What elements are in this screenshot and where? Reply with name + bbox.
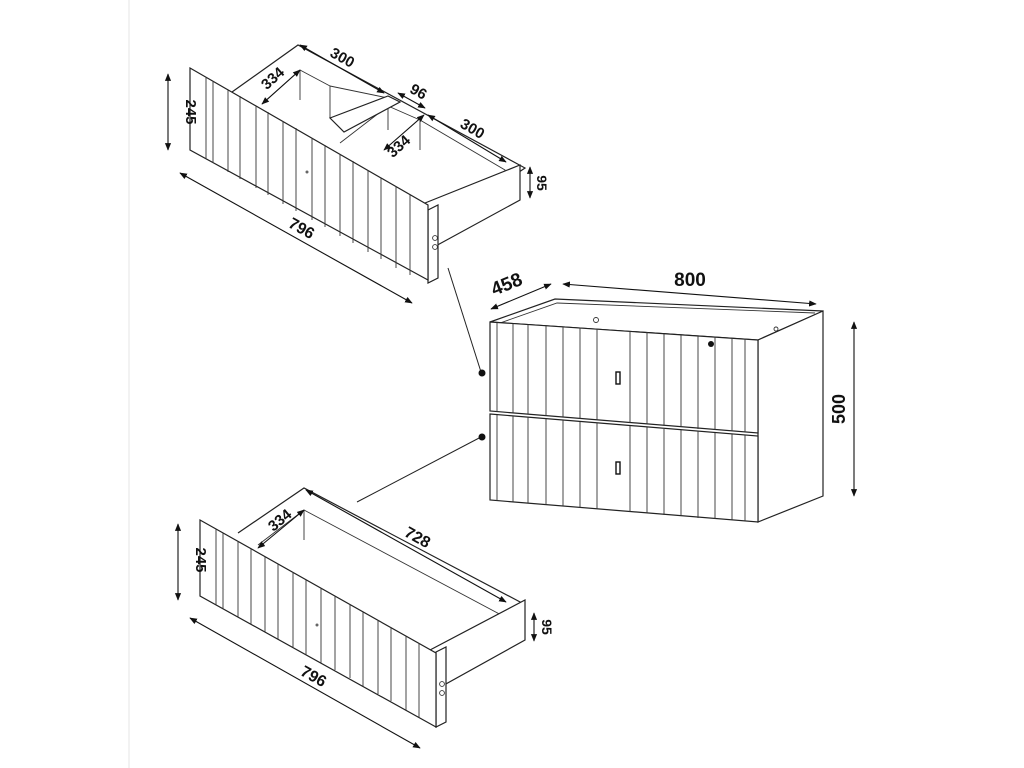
bottom-drawer-knob [315,623,319,627]
top-drawer-inner-length-right-label: 300 [457,115,487,142]
cabinet-depth-label: 458 [488,269,525,300]
bottom-drawer-front [199,518,437,729]
bottom-drawer-connector [356,436,482,503]
cabinet-grooves [496,323,746,521]
top-drawer-side-height-label: 95 [534,175,550,191]
bottom-drawer-connector-dot [478,433,486,441]
bottom-drawer-height-label: 245 [192,547,209,572]
bottom-drawer-width-label: 796 [297,663,329,691]
top-handle-icon [615,371,621,385]
top-drawer-inner-depth-right-label: 334 [384,132,414,162]
top-drawer-inner-length-left-label: 300 [327,45,357,72]
top-drawer: 245 796 334 300 96 334 300 95 [164,44,550,304]
top-drawer-height-label: 245 [182,99,199,124]
top-drawer-divider-label: 96 [407,81,430,104]
bottom-drawer-inner-depth-label: 334 [265,506,296,536]
bottom-drawer-side-height-label: 95 [539,619,555,635]
cabinet-height-label: 500 [829,394,849,424]
bottom-handle-icon [615,461,621,475]
top-drawer-connector-dot [478,369,486,377]
top-drawer-knob [305,170,309,174]
cabinet-bottom-drawer [489,413,759,523]
cabinet: 458 800 500 [488,269,858,523]
top-drawer-inner-depth-left-label: 334 [258,64,288,94]
bottom-drawer: 245 796 334 728 95 [174,487,555,749]
cabinet-width-label: 800 [674,270,706,291]
cabinet-top-drawer [489,321,759,434]
top-drawer-connector [447,267,482,373]
